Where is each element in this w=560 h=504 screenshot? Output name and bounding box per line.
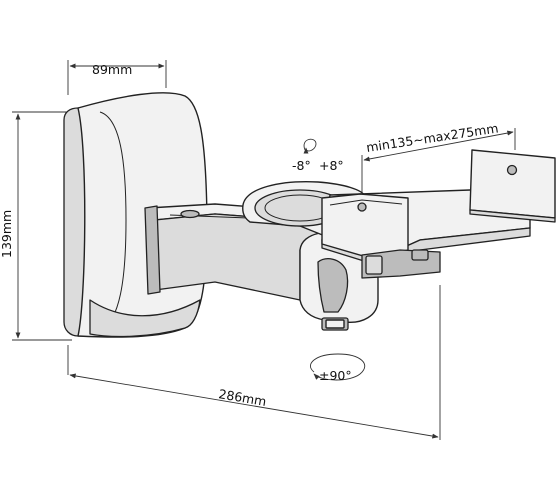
tilt-plus-label: +8° (319, 158, 344, 173)
dimension-depth: 89mm (67, 60, 167, 95)
dimension-height: 139mm (0, 111, 72, 341)
dimension-depth-label: 89mm (92, 62, 132, 77)
swivel-label: ±90° (319, 368, 352, 383)
swivel-indicator: ±90° (310, 353, 366, 383)
tilt-minus-label: -8° (292, 158, 311, 173)
clamp-assembly (321, 149, 556, 279)
dimension-height-label: 139mm (0, 210, 14, 258)
dimension-clamp-range-label: min135~max275mm (365, 120, 499, 155)
dimension-length-label: 286mm (218, 386, 268, 409)
tilt-indicator: -8° +8° (292, 138, 344, 173)
